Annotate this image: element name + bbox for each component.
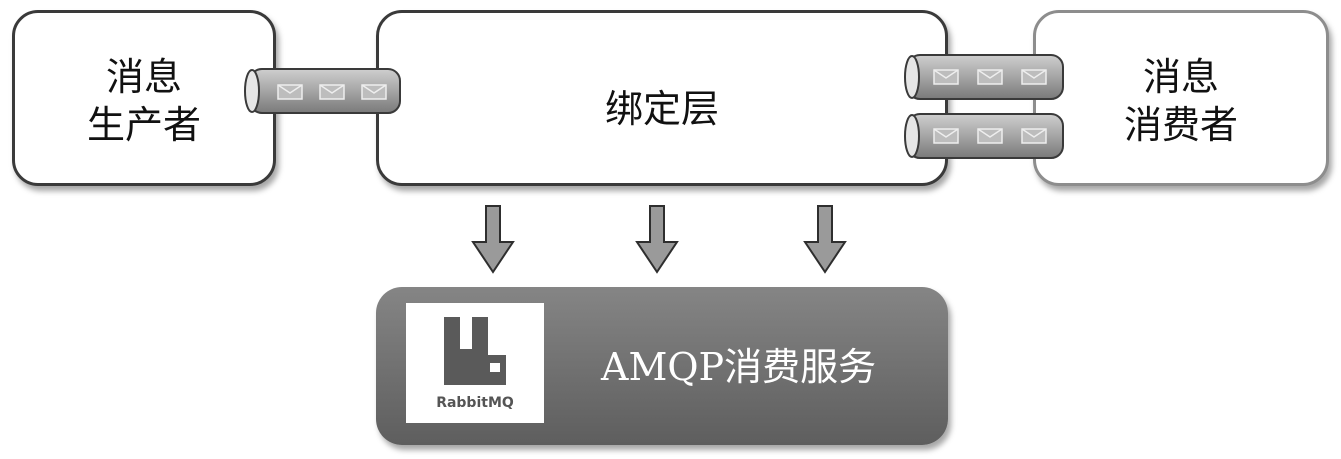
- message-envelope-icon: [277, 84, 303, 100]
- consumer-pipe-top: [904, 54, 1064, 100]
- message-envelope-icon: [1021, 69, 1047, 85]
- message-envelope-icon: [933, 69, 959, 85]
- binding-layer-label: 绑定层: [604, 87, 719, 131]
- message-envelope-icon: [1021, 128, 1047, 144]
- message-envelope-icon: [977, 128, 1003, 144]
- message-envelope-icon: [319, 84, 345, 100]
- message-envelope-icon: [977, 69, 1003, 85]
- amqp-service-box: RabbitMQ AMQP消费服务: [376, 287, 948, 445]
- rabbitmq-logo-icon: [444, 317, 506, 385]
- down-arrow-icon: [635, 205, 679, 274]
- producer-label-line2: 生产者: [86, 103, 201, 147]
- down-arrow-icon: [471, 205, 515, 274]
- rabbitmq-logo: RabbitMQ: [406, 303, 544, 423]
- producer-label: 消息 生产者: [15, 53, 273, 149]
- producer-box: 消息 生产者: [12, 10, 276, 186]
- consumer-pipe-bottom: [904, 113, 1064, 159]
- consumer-label: 消息 消费者: [1036, 53, 1326, 149]
- producer-label-line1: 消息: [105, 55, 182, 99]
- amqp-service-label: AMQP消费服务: [601, 345, 877, 389]
- down-arrow-icon: [803, 205, 847, 274]
- consumer-label-line2: 消费者: [1123, 103, 1238, 147]
- producer-pipe: [244, 68, 401, 114]
- message-envelope-icon: [361, 84, 387, 100]
- message-envelope-icon: [933, 128, 959, 144]
- consumer-label-line1: 消息: [1142, 55, 1219, 99]
- rabbitmq-logo-text: RabbitMQ: [436, 395, 514, 411]
